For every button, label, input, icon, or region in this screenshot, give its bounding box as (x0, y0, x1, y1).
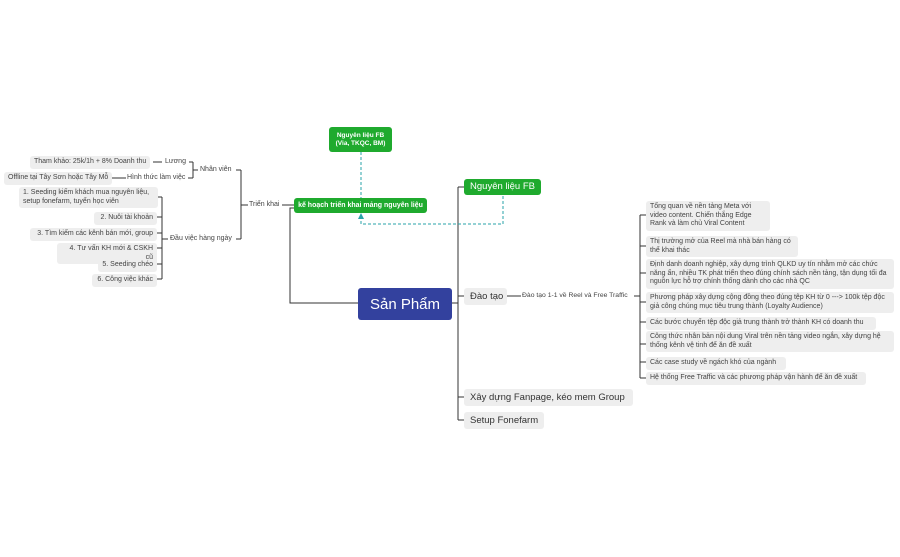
floating-nguyen-lieu-fb-label: Nguyên liệu FB (Via, TKQC, BM) (335, 131, 386, 147)
dao-tao-sub-label[interactable]: Đào tạo 1-1 về Reel và Free Traffic (522, 292, 628, 299)
dao-tao-item-8[interactable]: Hệ thống Free Traffic và các phương pháp… (646, 372, 866, 385)
task-item-2[interactable]: 2. Nuôi tài khoản (94, 212, 157, 225)
dao-tao-item-1[interactable]: Tổng quan về nền tảng Meta với video con… (646, 201, 770, 231)
dao-tao-item-2[interactable]: Thị trường mở của Reel mà nhà bán hàng c… (646, 236, 798, 257)
hinh-thuc-detail[interactable]: Offline tại Tây Sơn hoặc Tây Mỗ (4, 172, 113, 185)
ke-hoach-label: kế hoạch triển khai mảng nguyên liệu (298, 201, 423, 209)
task-item-4[interactable]: 4. Tư vấn KH mới & CSKH cũ (57, 243, 157, 264)
nhan-vien-label[interactable]: Nhân viên (200, 166, 232, 173)
branch-dao-tao-label: Đào tạo (470, 291, 504, 302)
dao-tao-item-6[interactable]: Công thức nhân bản nội dung Viral trên n… (646, 331, 894, 352)
root-node[interactable]: Sản Phẩm (358, 288, 452, 320)
branch-nguyen-lieu-fb[interactable]: Nguyên liệu FB (464, 179, 541, 195)
branch-dao-tao[interactable]: Đào tạo (464, 288, 507, 305)
dao-tao-item-5[interactable]: Các bước chuyển tệp độc giả trung thành … (646, 317, 876, 330)
dao-tao-item-7[interactable]: Các case study về ngách khó của ngành (646, 357, 786, 370)
branch-xay-dung-fanpage[interactable]: Xây dựng Fanpage, kéo mem Group (464, 389, 633, 406)
task-item-6[interactable]: 6. Công việc khác (92, 274, 157, 287)
trien-khai-label[interactable]: Triển khai (249, 201, 280, 208)
hinh-thuc-label[interactable]: Hình thức làm việc (127, 174, 186, 181)
root-label: Sản Phẩm (369, 295, 441, 313)
branch-xay-dung-fanpage-label: Xây dựng Fanpage, kéo mem Group (470, 392, 625, 403)
dao-tao-item-4[interactable]: Phương pháp xây dựng cộng đồng theo đúng… (646, 292, 894, 313)
branch-setup-fonefarm[interactable]: Setup Fonefarm (464, 412, 544, 429)
branch-setup-fonefarm-label: Setup Fonefarm (470, 415, 539, 426)
task-item-5[interactable]: 5. Seeding chéo (98, 259, 157, 272)
dau-viec-label[interactable]: Đầu việc hàng ngày (170, 235, 232, 242)
ke-hoach-node[interactable]: kế hoạch triển khai mảng nguyên liệu (294, 198, 427, 213)
luong-detail[interactable]: Tham khảo: 25k/1h + 8% Doanh thu (30, 156, 151, 169)
task-item-1[interactable]: 1. Seeding kiếm khách mua nguyên liệu, s… (19, 187, 158, 208)
branch-nguyen-lieu-fb-label: Nguyên liệu FB (470, 181, 535, 192)
luong-label[interactable]: Lương (165, 158, 186, 165)
dao-tao-item-3[interactable]: Định danh doanh nghiệp, xây dựng trình Q… (646, 259, 894, 289)
task-item-3[interactable]: 3. Tìm kiếm các kênh bán mới, group (30, 228, 157, 241)
floating-nguyen-lieu-fb[interactable]: Nguyên liệu FB (Via, TKQC, BM) (329, 127, 392, 152)
